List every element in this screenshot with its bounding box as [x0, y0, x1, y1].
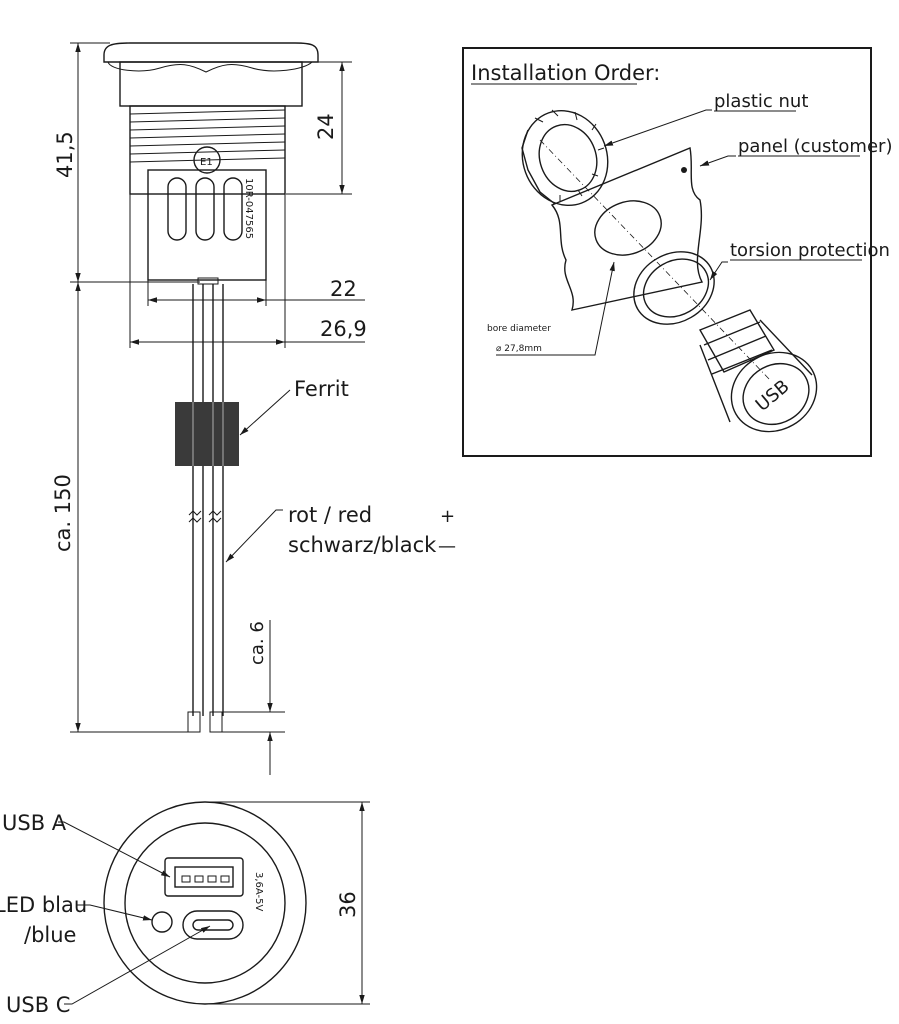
cable-wires	[187, 284, 224, 733]
led-indicator	[151, 911, 173, 933]
installation-frame	[462, 47, 872, 457]
socket-head	[103, 42, 319, 63]
dim-thread-height: 24	[314, 113, 338, 140]
side-view: E1 10R-047565 41,5 24	[51, 42, 456, 775]
wire-red-polarity: +	[440, 506, 455, 527]
panel-label: panel (customer)	[738, 136, 892, 157]
bore-label-line2: ⌀ 27,8mm	[496, 344, 542, 354]
front-inner-face	[124, 822, 286, 984]
dim-strip-length: ca. 6	[247, 621, 268, 665]
usb-a-port	[164, 857, 244, 897]
torsion-label: torsion protection	[730, 240, 890, 261]
dim-cable-length: ca. 150	[51, 474, 75, 552]
usb-c-port	[182, 910, 244, 940]
wire-black-polarity: —	[438, 536, 456, 557]
approval-number-text: 10R-047565	[243, 178, 254, 239]
approval-mark-text: E1	[200, 157, 213, 168]
panel-drawing	[550, 147, 704, 311]
installation-panel: Installation Order: plastic nut panel (c…	[462, 47, 892, 457]
connector-housing	[147, 169, 267, 281]
bore-label-line1: bore diameter	[487, 324, 551, 334]
approval-mark	[193, 146, 221, 174]
front-view: 3,6A-5V 36 USB A LED blau /blue USB C	[0, 801, 370, 1017]
usb-a-label: USB A	[2, 811, 67, 835]
dim-total-height: 41,5	[53, 131, 77, 178]
rating-text: 3,6A-5V	[253, 872, 264, 911]
wire-black-label: schwarz/black	[288, 533, 437, 557]
led-label-line1: LED blau	[0, 893, 87, 917]
led-label-line2: /blue	[24, 923, 76, 947]
dim-outer-width: 26,9	[320, 317, 367, 341]
plastic-nut-label: plastic nut	[714, 91, 808, 112]
ferrite-core	[175, 402, 239, 466]
ferrite-label: Ferrit	[294, 377, 349, 401]
installation-title: Installation Order:	[471, 61, 660, 85]
dim-diameter: 36	[336, 891, 360, 918]
thread-lines	[129, 109, 286, 163]
wire-red-label: rot / red	[288, 503, 372, 527]
thread-body	[129, 105, 286, 195]
torsion-ring-drawing	[633, 251, 715, 325]
dim-inner-width: 22	[330, 277, 357, 301]
front-outer-ring	[103, 801, 307, 1005]
usb-c-label: USB C	[6, 993, 70, 1017]
